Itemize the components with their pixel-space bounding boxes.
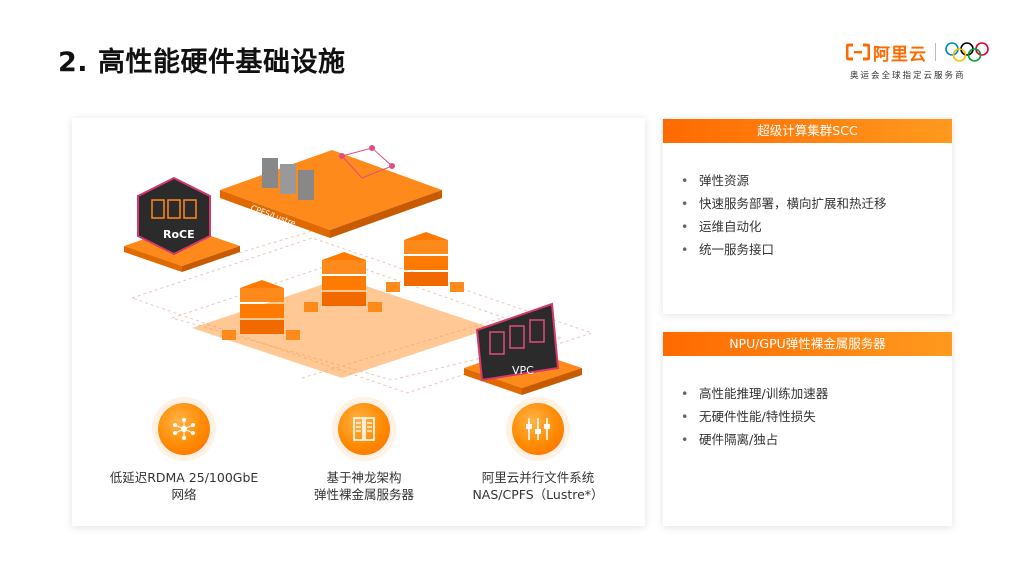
panel-list: 高性能推理/训练加速器 无硬件性能/特性损失 硬件隔离/独占 bbox=[663, 356, 952, 451]
feature-label: 基于神龙架构 弹性裸金属服务器 bbox=[313, 470, 414, 502]
list-item: 统一服务接口 bbox=[681, 238, 952, 261]
panel-list: 弹性资源 快速服务部署，横向扩展和热迁移 运维自动化 统一服务接口 bbox=[663, 143, 952, 261]
feature-rdma-network: 低延迟RDMA 25/100GbE 网络 bbox=[94, 403, 274, 503]
file-system-icon bbox=[512, 403, 564, 455]
panel-title: 超级计算集群SCC bbox=[663, 119, 952, 143]
olympic-rings-icon bbox=[945, 42, 989, 62]
panel-title: NPU/GPU弹性裸金属服务器 bbox=[663, 332, 952, 356]
feature-label: 低延迟RDMA 25/100GbE 网络 bbox=[109, 470, 259, 502]
brand-name: 阿里云 bbox=[873, 44, 927, 65]
infrastructure-card: CPFS/Lustre RoCE bbox=[72, 118, 645, 526]
panel-npu-gpu: NPU/GPU弹性裸金属服务器 高性能推理/训练加速器 无硬件性能/特性损失 硬… bbox=[663, 332, 952, 526]
aliyun-logo-icon bbox=[846, 43, 870, 61]
roce-switch: RoCE bbox=[124, 176, 240, 272]
brand-logo: 阿里云 奥运会全球指定云服务商 bbox=[846, 40, 996, 84]
bare-metal-server-stacks bbox=[192, 232, 492, 378]
panel-scc: 超级计算集群SCC 弹性资源 快速服务部署，横向扩展和热迁移 运维自动化 统一服… bbox=[663, 119, 952, 314]
vpc-label: VPC bbox=[512, 364, 534, 377]
feature-bare-metal: 基于神龙架构 弹性裸金属服务器 bbox=[274, 403, 454, 503]
cpfs-storage-platform: CPFS/Lustre bbox=[220, 145, 442, 238]
list-item: 无硬件性能/特性损失 bbox=[681, 405, 952, 428]
infrastructure-illustration: CPFS/Lustre RoCE bbox=[124, 145, 594, 395]
brand-divider bbox=[935, 43, 936, 61]
list-item: 高性能推理/训练加速器 bbox=[681, 382, 952, 405]
list-item: 弹性资源 bbox=[681, 169, 952, 192]
feature-label: 阿里云并行文件系统 NAS/CPFS（Lustre*） bbox=[472, 470, 604, 502]
list-item: 快速服务部署，横向扩展和热迁移 bbox=[681, 192, 952, 215]
brand-slogan: 奥运会全球指定云服务商 bbox=[850, 71, 966, 81]
list-item: 运维自动化 bbox=[681, 215, 952, 238]
network-nodes-icon bbox=[158, 403, 210, 455]
roce-label: RoCE bbox=[163, 228, 195, 241]
feature-file-system: 阿里云并行文件系统 NAS/CPFS（Lustre*） bbox=[448, 403, 628, 503]
vpc-network-panel: VPC bbox=[464, 302, 582, 395]
page-title: 2. 高性能硬件基础设施 bbox=[58, 47, 346, 78]
list-item: 硬件隔离/独占 bbox=[681, 428, 952, 451]
server-rack-icon bbox=[338, 403, 390, 455]
